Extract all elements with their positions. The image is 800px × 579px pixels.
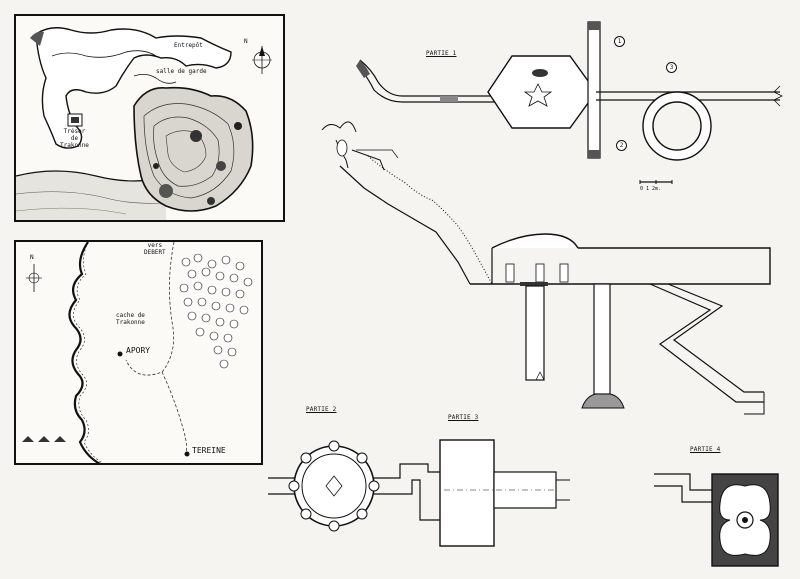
compass-rose (26, 264, 42, 292)
label-entrance: Entrepôt (174, 42, 203, 49)
cave-map-drawing (16, 27, 272, 220)
label-guard-room: salle de garde (156, 68, 207, 75)
forest-trees (179, 253, 253, 369)
title-partie-1: PARTIE 1 (426, 50, 457, 57)
cave-map: Entrepôt salle de garde Trésor de Trakon… (14, 14, 285, 222)
label-tereine: TEREINE (192, 446, 226, 455)
marker-1: 1 (614, 36, 625, 47)
scale-label: 0 1 2m. (640, 186, 662, 192)
compass-letter: N (30, 254, 34, 261)
region-map: vers DEBERT cache de Trakonne APORY TERE… (14, 240, 263, 465)
title-partie-4: PARTIE 4 (690, 446, 721, 453)
title-partie-3: PARTIE 3 (448, 414, 479, 421)
region-map-drawing (22, 242, 253, 463)
label-towards-debert: vers DEBERT (144, 242, 166, 256)
title-partie-2: PARTIE 2 (306, 406, 337, 413)
marker-2: 2 (616, 140, 627, 151)
label-apory: APORY (126, 346, 151, 355)
label-treasure: Trésor de Trakonne (60, 128, 89, 149)
label-hideout: cache de Trakonne (116, 312, 145, 326)
compass-letter: N (244, 38, 248, 45)
marker-3: 3 (666, 62, 677, 73)
compass-rose (252, 46, 272, 74)
